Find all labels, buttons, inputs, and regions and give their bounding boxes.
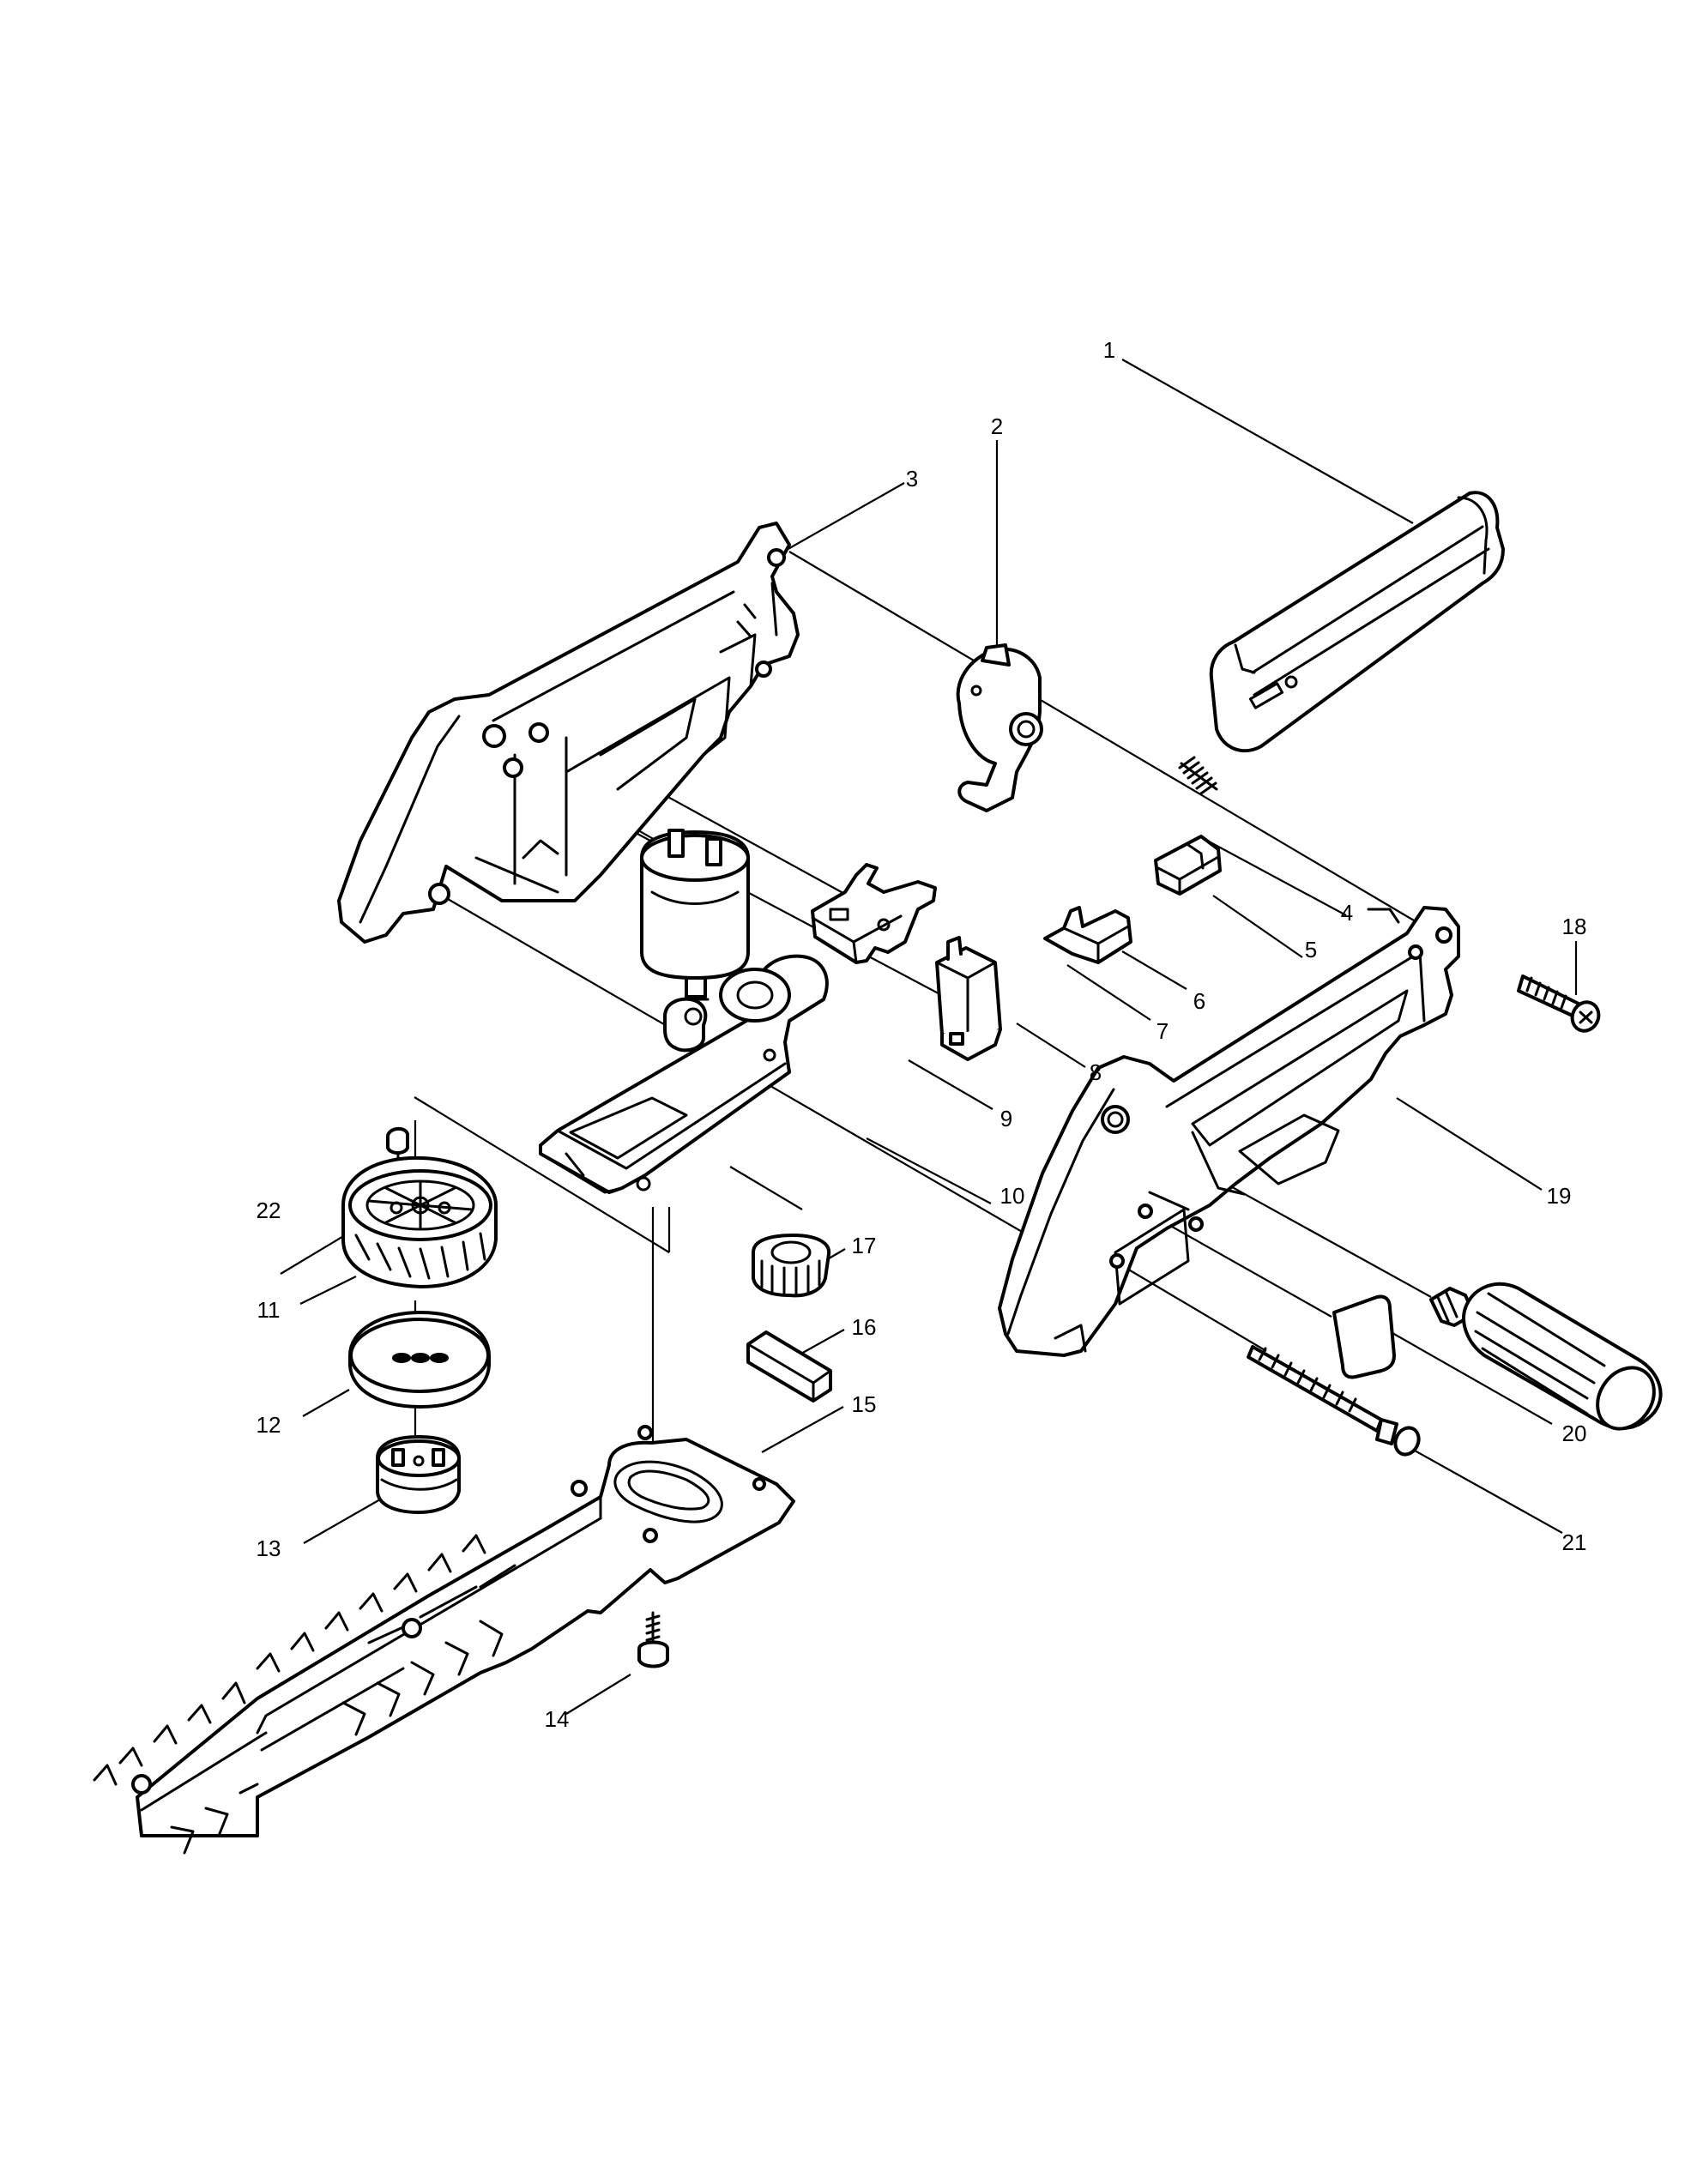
- long-screw: [1247, 1345, 1421, 1457]
- part-number-19: 19: [1547, 1183, 1572, 1209]
- switch-bracket: [956, 643, 1043, 812]
- part-number-17: 17: [852, 1233, 877, 1258]
- lever: [1043, 906, 1132, 964]
- terminal: [811, 863, 937, 964]
- part-number-20: 20: [1562, 1421, 1587, 1446]
- right-housing: [998, 906, 1460, 1357]
- part-number-12: 12: [257, 1412, 281, 1438]
- cam: [376, 1435, 461, 1514]
- part-number-8: 8: [1090, 1059, 1102, 1085]
- part-number-2: 2: [991, 413, 1003, 439]
- gear-housing: [539, 954, 829, 1194]
- part-number-1: 1: [1103, 337, 1115, 363]
- part-number-7: 7: [1156, 1018, 1169, 1044]
- part-number-15: 15: [852, 1391, 877, 1417]
- part-number-11: 11: [257, 1297, 281, 1323]
- part-number-14: 14: [545, 1706, 570, 1732]
- battery-pack: [1209, 491, 1505, 753]
- part-number-16: 16: [852, 1314, 877, 1340]
- part-number-18: 18: [1562, 914, 1587, 939]
- part-number-5: 5: [1305, 937, 1317, 962]
- part-number-10: 10: [1000, 1183, 1025, 1209]
- part-number-4: 4: [1341, 900, 1353, 926]
- micro-switch: [935, 936, 1002, 1061]
- spring: [1178, 756, 1218, 795]
- motor: [640, 829, 750, 1001]
- grip-handle: [1429, 1282, 1663, 1431]
- rubber-pad: [1332, 1294, 1396, 1379]
- left-housing: [337, 522, 800, 944]
- part-number-13: 13: [257, 1535, 281, 1561]
- pinion-gear: [752, 1234, 831, 1298]
- part-number-9: 9: [1000, 1106, 1012, 1131]
- screw-right: [1517, 974, 1601, 1033]
- part-number-22: 22: [257, 1198, 281, 1223]
- screw-blade: [637, 1611, 669, 1668]
- part-number-6: 6: [1193, 988, 1205, 1014]
- rubber-block: [746, 1330, 832, 1403]
- lock-latch: [1154, 835, 1222, 896]
- part-number-3: 3: [906, 466, 918, 492]
- part-number-21: 21: [1562, 1529, 1587, 1555]
- part-labels: 1 2 3 4 5 6 7 8 9 10 11 12 13 14 15 16 1…: [257, 337, 1587, 1732]
- washer-plate: [348, 1311, 491, 1409]
- large-gear: [341, 1155, 498, 1288]
- hedge-blade: [93, 1425, 795, 1855]
